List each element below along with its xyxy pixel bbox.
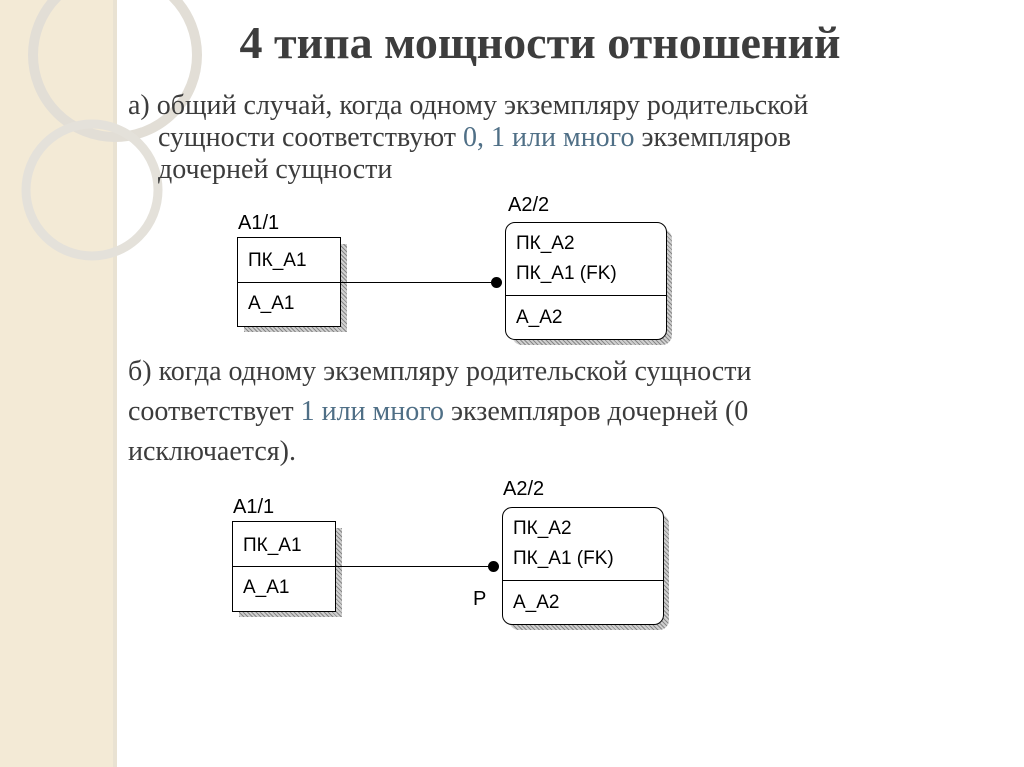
sidebar-edge — [113, 0, 117, 767]
paragraph-b: б) когда одному экземпляру родительской … — [128, 352, 751, 472]
paragraph-a-highlight: 0, 1 или много — [463, 122, 635, 153]
diagram-b-cardinality-label: P — [473, 588, 487, 610]
diagram-a-parent-entity: ПК_A1 A_A1 — [237, 237, 341, 327]
diagram-a-parent-key: ПК_A1 — [248, 250, 307, 271]
diagram-b-parent-attr: A_A1 — [243, 577, 290, 598]
diagram-b-child-label: A2/2 — [503, 478, 545, 500]
paragraph-b-line2-post: экземпляров дочерней (0 — [444, 396, 749, 427]
diagram-a-parent-attr: A_A1 — [248, 293, 295, 314]
diagram-a-child-label: A2/2 — [508, 194, 550, 216]
diagram-a-many-dot — [491, 277, 502, 288]
paragraph-a-line2-post: экземпляров — [634, 122, 791, 153]
diagram-a-child-fk: ПК_A1 (FK) — [516, 263, 617, 284]
diagram-a-parent-separator — [238, 282, 340, 283]
decorative-ring-top — [28, 0, 202, 142]
diagram-b-parent-entity: ПК_A1 A_A1 — [232, 521, 336, 612]
paragraph-a-line1: а) общий случай, когда одному экземпляру… — [128, 90, 809, 121]
diagram-b-parent-key: ПК_A1 — [243, 535, 302, 556]
diagram-b-parent-separator — [233, 566, 335, 567]
diagram-a-child-attr: A_A2 — [516, 307, 563, 328]
paragraph-a: а) общий случай, когда одному экземпляру… — [128, 90, 808, 186]
diagram-a-child-key: ПК_A2 — [516, 233, 575, 254]
paragraph-b-line1: б) когда одному экземпляру родительской … — [128, 356, 752, 387]
diagram-b-child-attr: A_A2 — [513, 592, 560, 613]
paragraph-b-line2: соответствует 1 или много экземпляров до… — [128, 392, 751, 432]
diagram-a-parent-label: A1/1 — [238, 212, 280, 234]
diagram-a-child-entity: ПК_A2 ПК_A1 (FK) A_A2 — [505, 222, 667, 340]
decorative-ring-bottom — [21, 119, 163, 261]
paragraph-a-line3: дочерней сущности — [158, 154, 393, 185]
paragraph-a-line2-pre: сущности соответствуют — [158, 122, 464, 153]
diagram-b-parent-label: A1/1 — [233, 496, 275, 518]
page-title: 4 типа мощности отношений — [239, 17, 841, 68]
diagram-b-child-entity: ПК_A2 ПК_A1 (FK) A_A2 — [502, 507, 664, 625]
diagram-b-child-separator — [503, 580, 663, 581]
paragraph-a-line2: сущности соответствуют 0, 1 или много эк… — [128, 122, 808, 154]
paragraph-b-highlight: 1 или много — [300, 396, 445, 427]
paragraph-b-line2-pre: соответствует — [128, 396, 301, 427]
diagram-b-many-dot — [488, 561, 499, 572]
diagram-b-relationship-line — [335, 566, 495, 567]
paragraph-b-line3: исключается). — [128, 436, 296, 467]
diagram-b-child-key: ПК_A2 — [513, 518, 572, 539]
diagram-a-child-separator — [506, 295, 666, 296]
diagram-a-relationship-line — [340, 282, 496, 283]
diagram-b-child-fk: ПК_A1 (FK) — [513, 548, 614, 569]
